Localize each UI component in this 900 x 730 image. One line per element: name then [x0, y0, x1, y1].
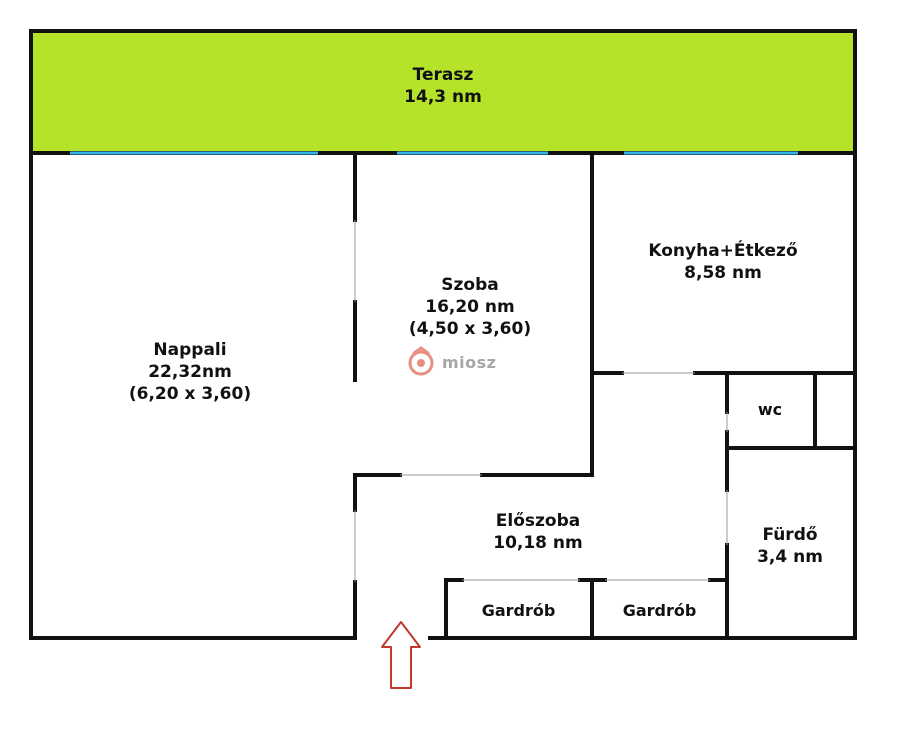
gardrob-2-label: Gardrób — [602, 600, 717, 622]
eloszoba-area-text: 10,18 nm — [493, 533, 583, 553]
entrance-arrow-icon — [381, 621, 421, 689]
wc-label: wc — [740, 399, 800, 421]
szoba-name: Szoba — [441, 275, 499, 295]
walls — [29, 151, 857, 640]
konyha-name: Konyha+Étkező — [648, 241, 798, 261]
terrace-area-text: 14,3 nm — [404, 87, 482, 107]
terrace-name: Terasz — [412, 65, 474, 85]
nappali-name: Nappali — [153, 340, 227, 360]
gardrob-2-name: Gardrób — [622, 601, 697, 620]
watermark-logo: miosz — [403, 346, 496, 378]
gardrob-1-name: Gardrób — [481, 601, 556, 620]
eloszoba-name: Előszoba — [495, 511, 581, 531]
konyha-label: Konyha+Étkező 8,58 nm — [628, 240, 818, 284]
eloszoba-label: Előszoba 10,18 nm — [468, 510, 608, 554]
wc-name: wc — [757, 400, 783, 419]
door-openings — [354, 220, 728, 582]
nappali-dims-text: (6,20 x 3,60) — [128, 384, 252, 404]
nappali-area-text: 22,32nm — [148, 362, 232, 382]
szoba-label: Szoba 16,20 nm (4,50 x 3,60) — [390, 274, 550, 340]
szoba-area-text: 16,20 nm — [425, 297, 515, 317]
konyha-area-text: 8,58 nm — [684, 263, 762, 283]
furdo-area-text: 3,4 nm — [757, 547, 823, 567]
gardrob-1-label: Gardrób — [461, 600, 576, 622]
watermark-text: miosz — [442, 352, 497, 372]
miosz-logo-icon — [408, 346, 434, 376]
szoba-dims-text: (4,50 x 3,60) — [408, 319, 532, 339]
furdo-label: Fürdő 3,4 nm — [742, 524, 838, 568]
terrace-label: Terasz 14,3 nm — [393, 64, 493, 108]
terrace-area — [29, 29, 857, 155]
nappali-label: Nappali 22,32nm (6,20 x 3,60) — [110, 339, 270, 405]
furdo-name: Fürdő — [762, 525, 818, 545]
